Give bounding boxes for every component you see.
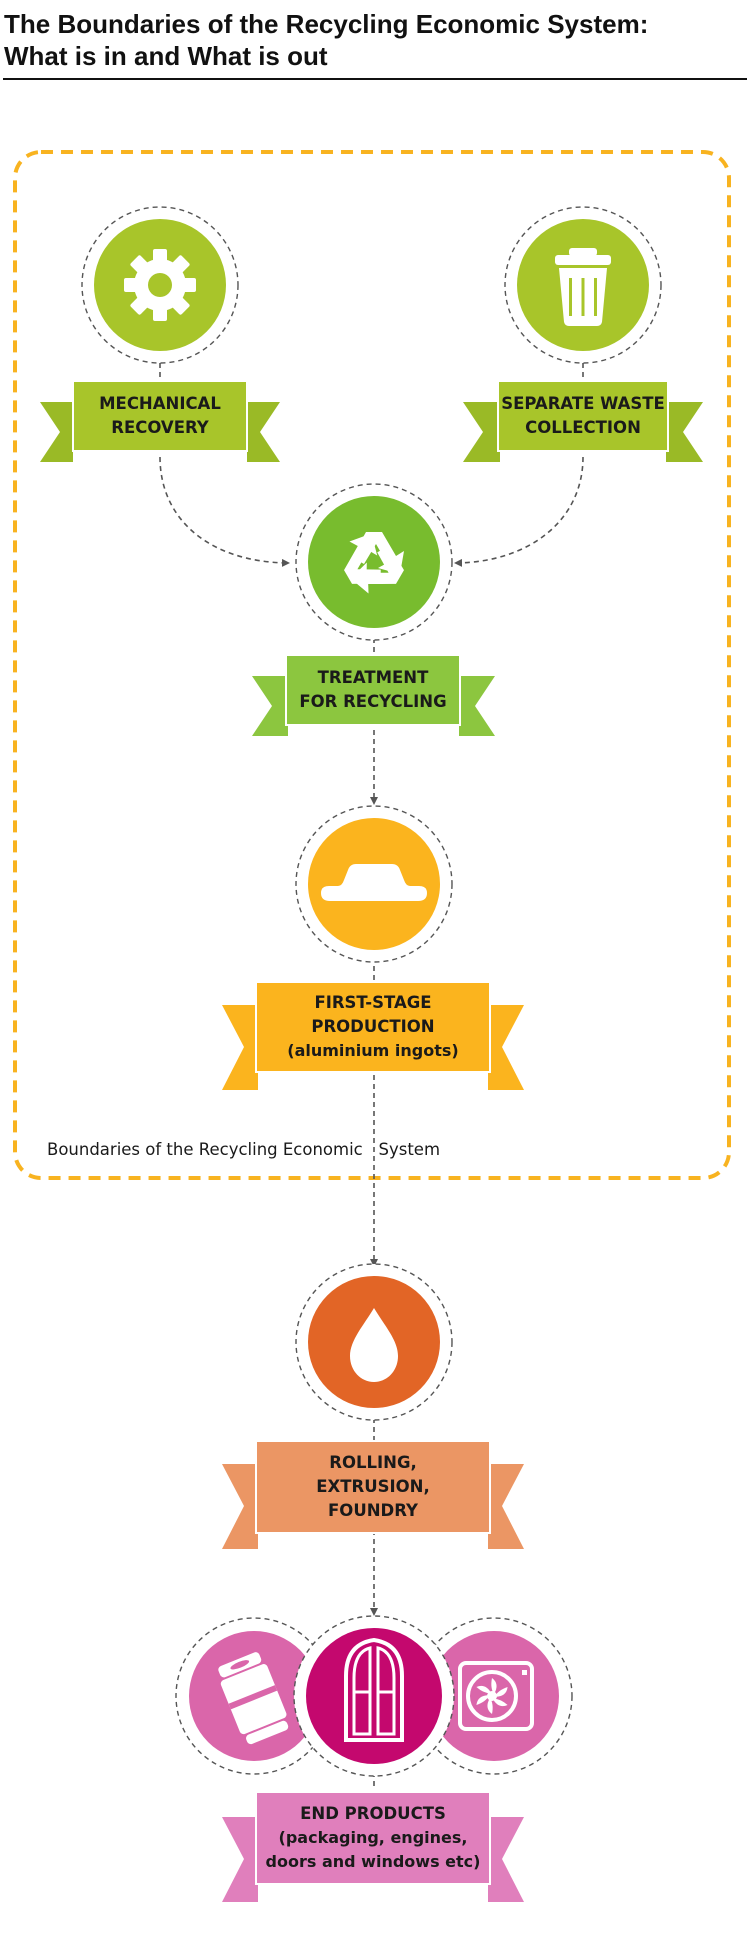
recycle-icon <box>344 532 404 594</box>
label-line: MECHANICAL <box>99 394 221 413</box>
label-line: END PRODUCTS <box>300 1804 446 1823</box>
title-divider <box>3 78 747 80</box>
label-line: SEPARATE WASTE <box>501 394 665 413</box>
ribbon-rolling-extrusion-foundry <box>222 1440 524 1549</box>
label-line: (packaging, engines, <box>278 1828 468 1847</box>
ribbon-separate-waste-collection <box>463 380 703 462</box>
title-line-2: What is in and What is out <box>4 41 328 71</box>
label-line: doors and windows etc) <box>265 1852 481 1871</box>
label-separate-waste-collection: SEPARATE WASTE COLLECTION <box>498 381 668 451</box>
node-rolling-extrusion-foundry <box>222 1263 524 1549</box>
label-line: FIRST-STAGE <box>314 993 432 1012</box>
label-line: COLLECTION <box>525 418 641 437</box>
ingot-icon <box>321 864 427 901</box>
node-end-products <box>175 1615 573 1902</box>
label-line: PRODUCTION <box>311 1017 435 1036</box>
label-line: ROLLING, <box>329 1453 417 1472</box>
system-boundary <box>13 150 731 1180</box>
label-line: TREATMENT <box>317 668 429 687</box>
drop-icon <box>350 1308 398 1382</box>
fan-icon <box>458 1661 534 1731</box>
connector-separate-to-treatment <box>454 456 584 567</box>
can-icon <box>218 1652 289 1745</box>
node-first-stage-production <box>222 805 524 1090</box>
label-end-products: END PRODUCTS (packaging, engines, doors … <box>256 1792 490 1884</box>
gear-icon <box>124 249 196 321</box>
label-line: EXTRUSION, <box>316 1477 430 1496</box>
label-first-stage-production: FIRST-STAGE PRODUCTION (aluminium ingots… <box>256 982 490 1072</box>
label-line: RECOVERY <box>111 418 209 437</box>
node-treatment-for-recycling <box>252 483 495 736</box>
ribbon-end-products <box>222 1791 524 1902</box>
connector-mechanical-to-treatment <box>159 456 290 567</box>
boundary-label: Boundaries of the Recycling Economic Sys… <box>47 1140 441 1159</box>
trash-bin-icon <box>555 248 611 326</box>
label-rolling-extrusion-foundry: ROLLING, EXTRUSION, FOUNDRY <box>256 1441 490 1533</box>
label-line: FOUNDRY <box>328 1501 418 1520</box>
ribbon-treatment-for-recycling <box>252 654 495 736</box>
label-mechanical-recovery: MECHANICAL RECOVERY <box>73 381 247 451</box>
ribbon-first-stage-production <box>222 981 524 1090</box>
ribbon-mechanical-recovery <box>40 380 280 462</box>
node-mechanical-recovery <box>40 206 280 462</box>
window-icon <box>344 1637 404 1742</box>
title-line-1: The Boundaries of the Recycling Economic… <box>4 9 649 39</box>
label-treatment-for-recycling: TREATMENT FOR RECYCLING <box>286 655 460 725</box>
page-title: The Boundaries of the Recycling Economic… <box>4 8 744 72</box>
label-line: FOR RECYCLING <box>299 692 447 711</box>
label-line: (aluminium ingots) <box>287 1041 459 1060</box>
node-separate-waste-collection <box>463 206 703 462</box>
